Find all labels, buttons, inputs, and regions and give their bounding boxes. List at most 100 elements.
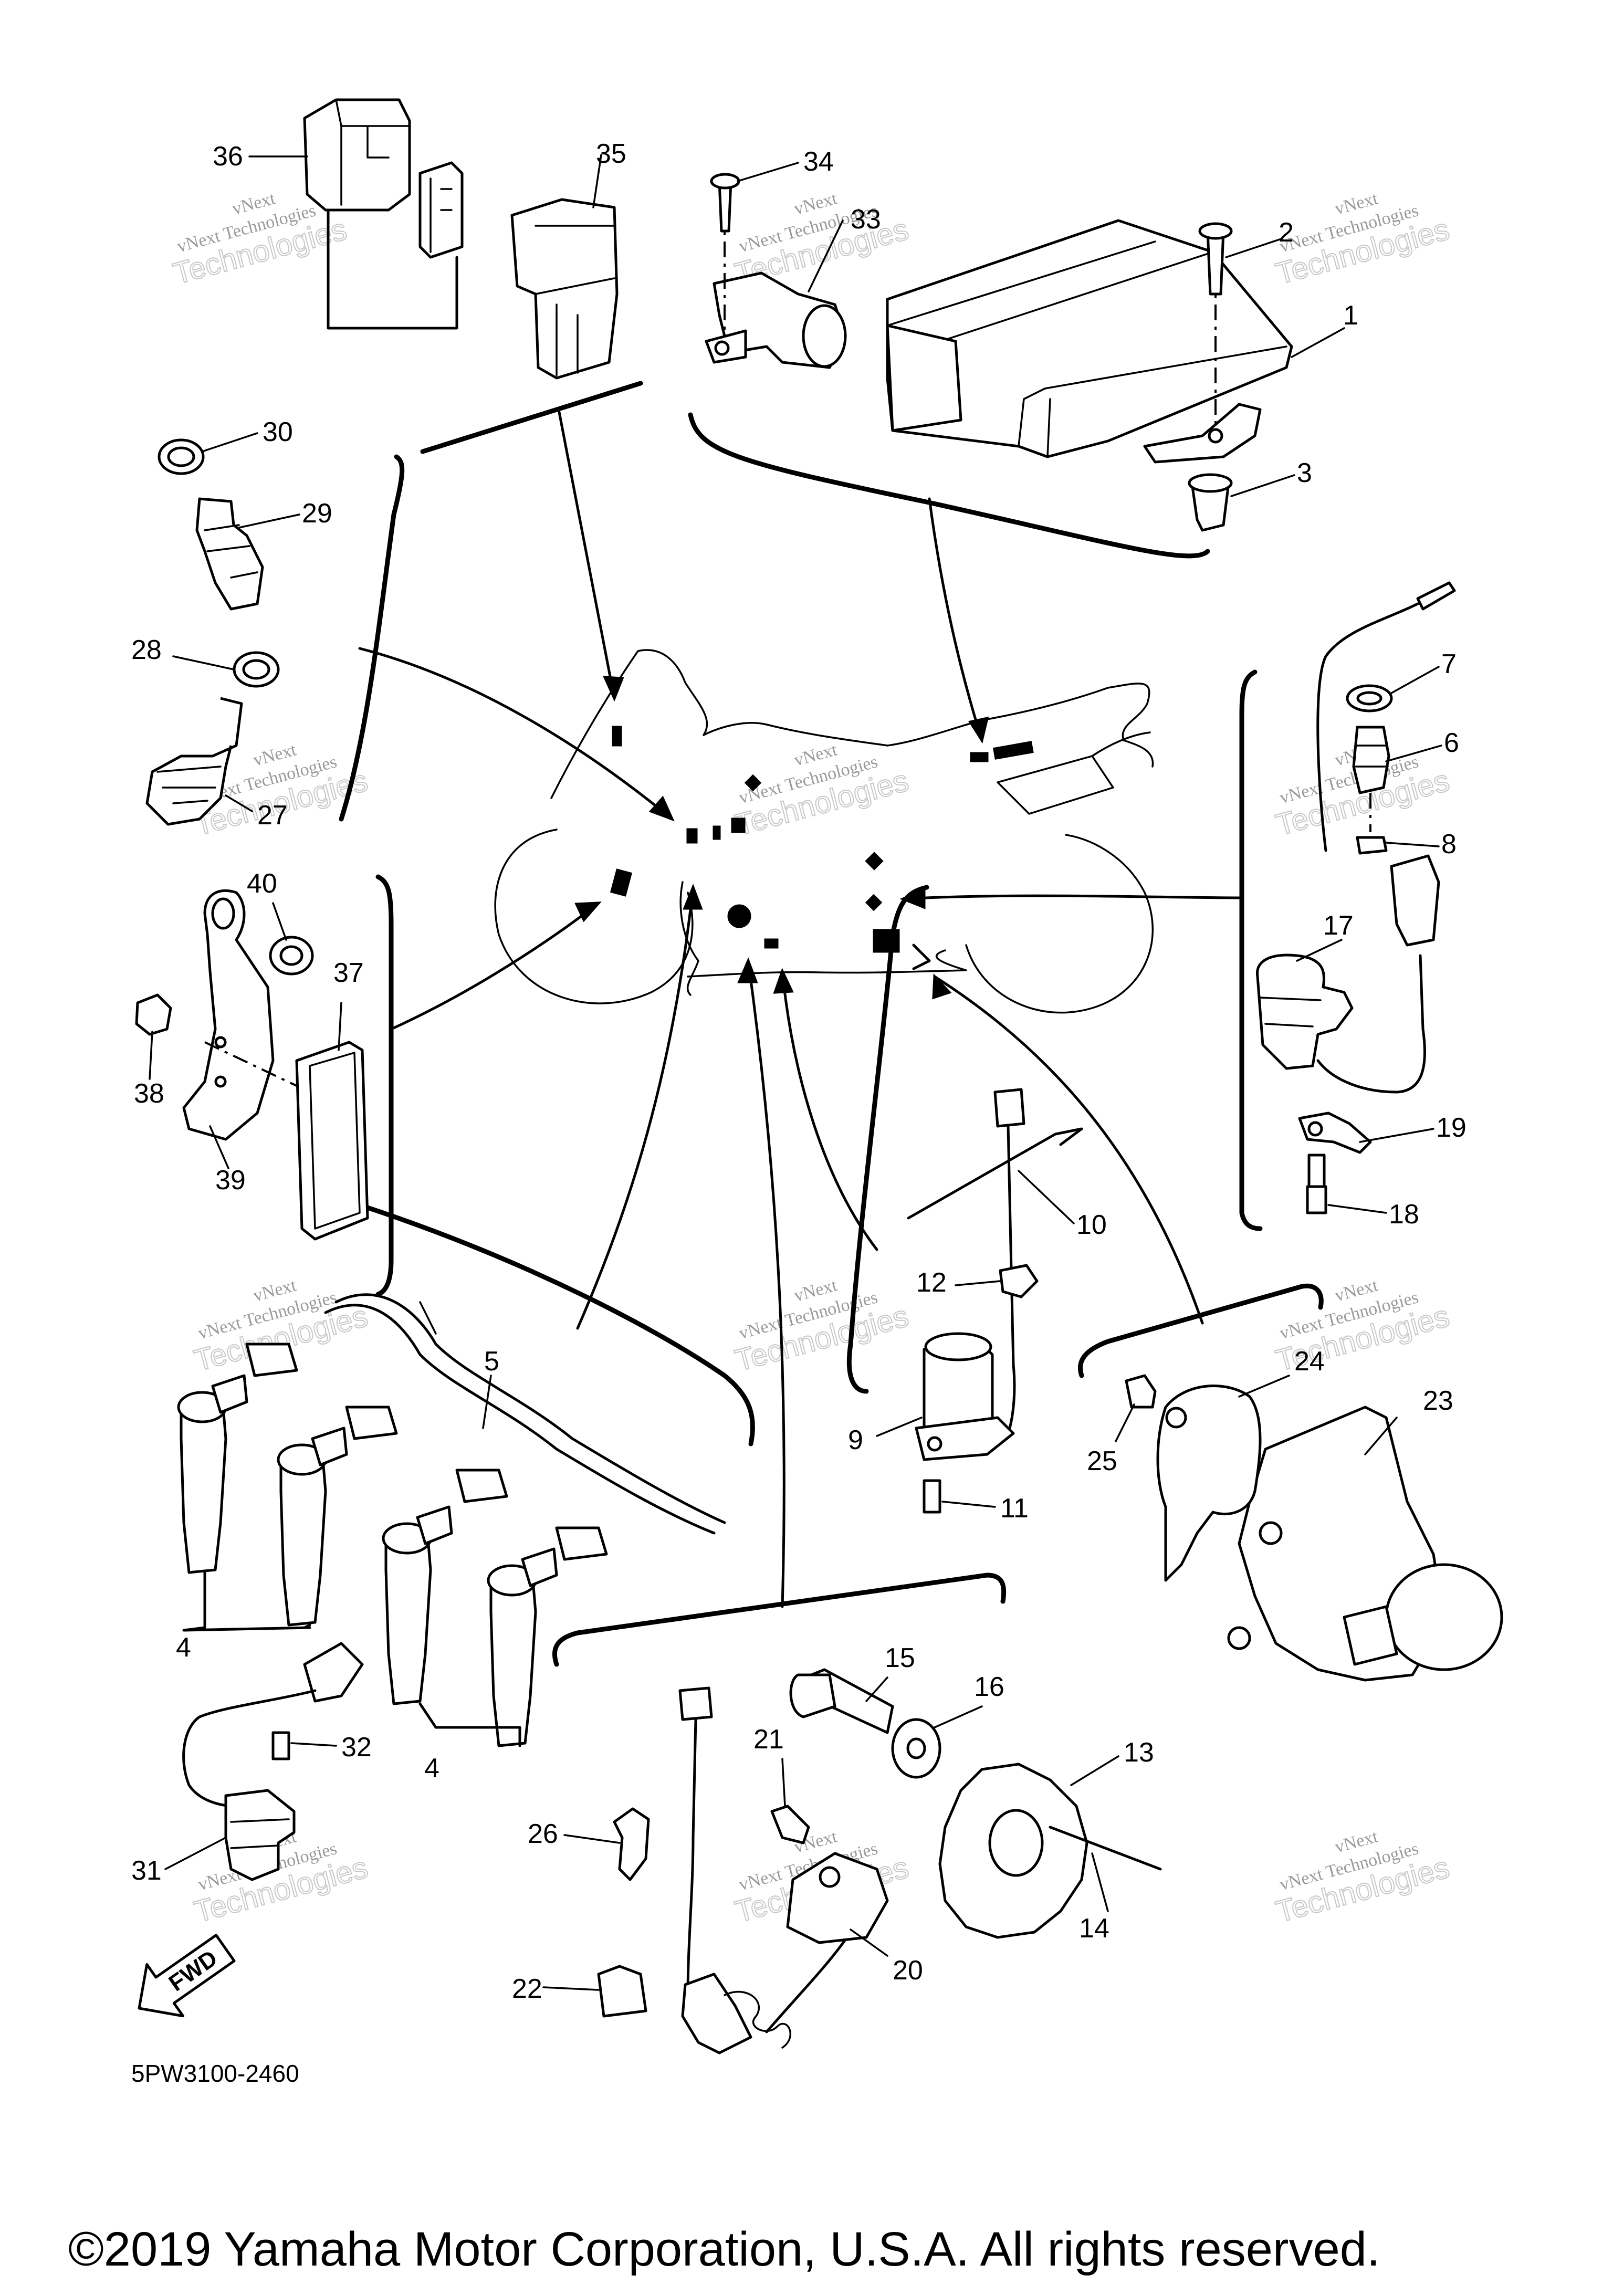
leader-23 xyxy=(1364,1417,1398,1455)
harness-main-5 xyxy=(324,1304,716,1535)
leader-9 xyxy=(876,1417,923,1437)
leader-37 xyxy=(338,1002,342,1051)
callout-4: 4 xyxy=(424,1753,439,1784)
marker-ecu-a xyxy=(970,752,989,762)
leader-39 xyxy=(209,1125,229,1169)
bracket-hole-c xyxy=(214,1075,227,1088)
throttle-hole-b xyxy=(1227,1626,1251,1650)
callout-31: 31 xyxy=(131,1855,162,1886)
marker-sensor-b xyxy=(713,825,721,840)
arrowhead xyxy=(737,957,758,983)
coil-plug xyxy=(521,1547,558,1587)
coil-plug xyxy=(311,1427,348,1466)
rear-wheel xyxy=(965,834,1154,1014)
sensor-17-detail xyxy=(1259,997,1322,1028)
ecu-connector xyxy=(886,324,962,432)
arrowhead xyxy=(932,973,952,1000)
pickup-wire-b xyxy=(765,1931,852,2033)
fwd-arrow: FWD xyxy=(138,1934,236,2018)
leader-20 xyxy=(850,1928,888,1957)
leader-ecu xyxy=(928,497,983,742)
diagram-code: 5PW3100-2460 xyxy=(131,2060,299,2087)
ignition-coil xyxy=(277,1427,348,1627)
sensor-27-detail xyxy=(156,766,222,804)
leader-10 xyxy=(1018,1170,1075,1224)
coil-body xyxy=(180,1406,227,1574)
ecu-screw-head xyxy=(1198,222,1233,240)
leader-16 xyxy=(934,1705,983,1728)
marker-bracket xyxy=(764,938,779,949)
marker-ecu-b xyxy=(992,741,1034,760)
plate-axis-line xyxy=(204,1041,310,1093)
leader-26 xyxy=(563,1834,621,1844)
callout-28: 28 xyxy=(131,635,162,665)
leader-8 xyxy=(1385,842,1440,847)
callout-17: 17 xyxy=(1323,910,1354,941)
sensor-9-flange xyxy=(915,1416,1015,1461)
callout-10: 10 xyxy=(1076,1210,1107,1240)
marker-sensor-d xyxy=(744,774,762,792)
bolt-11 xyxy=(923,1479,941,1514)
bracket-ecu xyxy=(688,412,1210,559)
callout-8: 8 xyxy=(1441,829,1457,859)
switch-6-detail xyxy=(1355,745,1389,768)
marker-sensor-a xyxy=(686,828,698,844)
callout-leaders xyxy=(149,154,1442,1991)
callout-37: 37 xyxy=(333,958,364,988)
pickup-coil-spring xyxy=(724,1990,792,2049)
leader-34 xyxy=(737,162,799,182)
washer-16-inner xyxy=(906,1737,926,1759)
leader-22 xyxy=(542,1986,600,1991)
tps-hole xyxy=(1165,1407,1187,1429)
wiring-harness-assembly xyxy=(177,1293,726,1747)
coil-connector-d xyxy=(555,1526,608,1561)
arrow-frame-tip xyxy=(912,943,931,970)
watermark: vNext vNext Technologies Technologies xyxy=(1272,1275,1453,1378)
callout-6: 6 xyxy=(1444,728,1459,758)
sensor-17-connector xyxy=(1390,854,1440,947)
throttle-connector xyxy=(1343,1605,1398,1666)
sensor-27 xyxy=(145,697,243,826)
ignition-coil xyxy=(177,1374,248,1574)
leader-left-sensors xyxy=(358,647,674,821)
sensor-10-wire xyxy=(1007,1125,1016,1435)
coil-leader-4a xyxy=(182,1571,311,1632)
arrowhead xyxy=(603,676,624,702)
sensor-31-wire xyxy=(182,1689,317,1808)
relay-unit-36-detail xyxy=(335,99,411,206)
sensor-17 xyxy=(1255,953,1354,1070)
relay-assembly xyxy=(303,98,619,380)
callout-38: 38 xyxy=(134,1078,164,1109)
bracket-hole-b xyxy=(214,1036,227,1049)
crank-sensor-assembly xyxy=(182,1642,364,1881)
coil-connector-b xyxy=(345,1406,398,1440)
arrowhead xyxy=(899,888,926,909)
leader-27 xyxy=(225,794,253,812)
sensor-20 xyxy=(786,1852,889,1944)
marker-temp xyxy=(865,852,884,871)
cable-tie-10 xyxy=(907,1127,1083,1220)
harness-stub-a xyxy=(419,1301,437,1335)
leader-25 xyxy=(1115,1403,1135,1442)
arrowhead xyxy=(574,901,602,922)
sensor-29 xyxy=(195,497,264,611)
map-sensor-port xyxy=(802,304,847,368)
ecu-mount-hole xyxy=(1208,428,1223,444)
callout-labels: 1 2 3 4 4 5 6 7 8 9 10 11 12 13 14 15 16… xyxy=(131,139,1467,2004)
arrowhead xyxy=(648,795,675,822)
leader-38 xyxy=(149,1031,153,1080)
leader-35 xyxy=(592,154,602,208)
coil-connector-c xyxy=(455,1469,508,1503)
leader-18 xyxy=(1327,1204,1387,1214)
ecu-box-detail xyxy=(886,240,1287,458)
washer-28-inner xyxy=(242,659,270,680)
sensor-plate-assembly xyxy=(135,889,369,1241)
clip-26 xyxy=(613,1807,650,1881)
fwd-arrow-shape xyxy=(138,1934,236,2018)
leader-13 xyxy=(1070,1755,1119,1786)
bracket-right-sensors xyxy=(1239,669,1263,1231)
tps-24 xyxy=(1156,1385,1262,1582)
watermark: vNext vNext Technologies Technologies xyxy=(731,1275,913,1378)
bolt-18-shank xyxy=(1307,1154,1326,1188)
